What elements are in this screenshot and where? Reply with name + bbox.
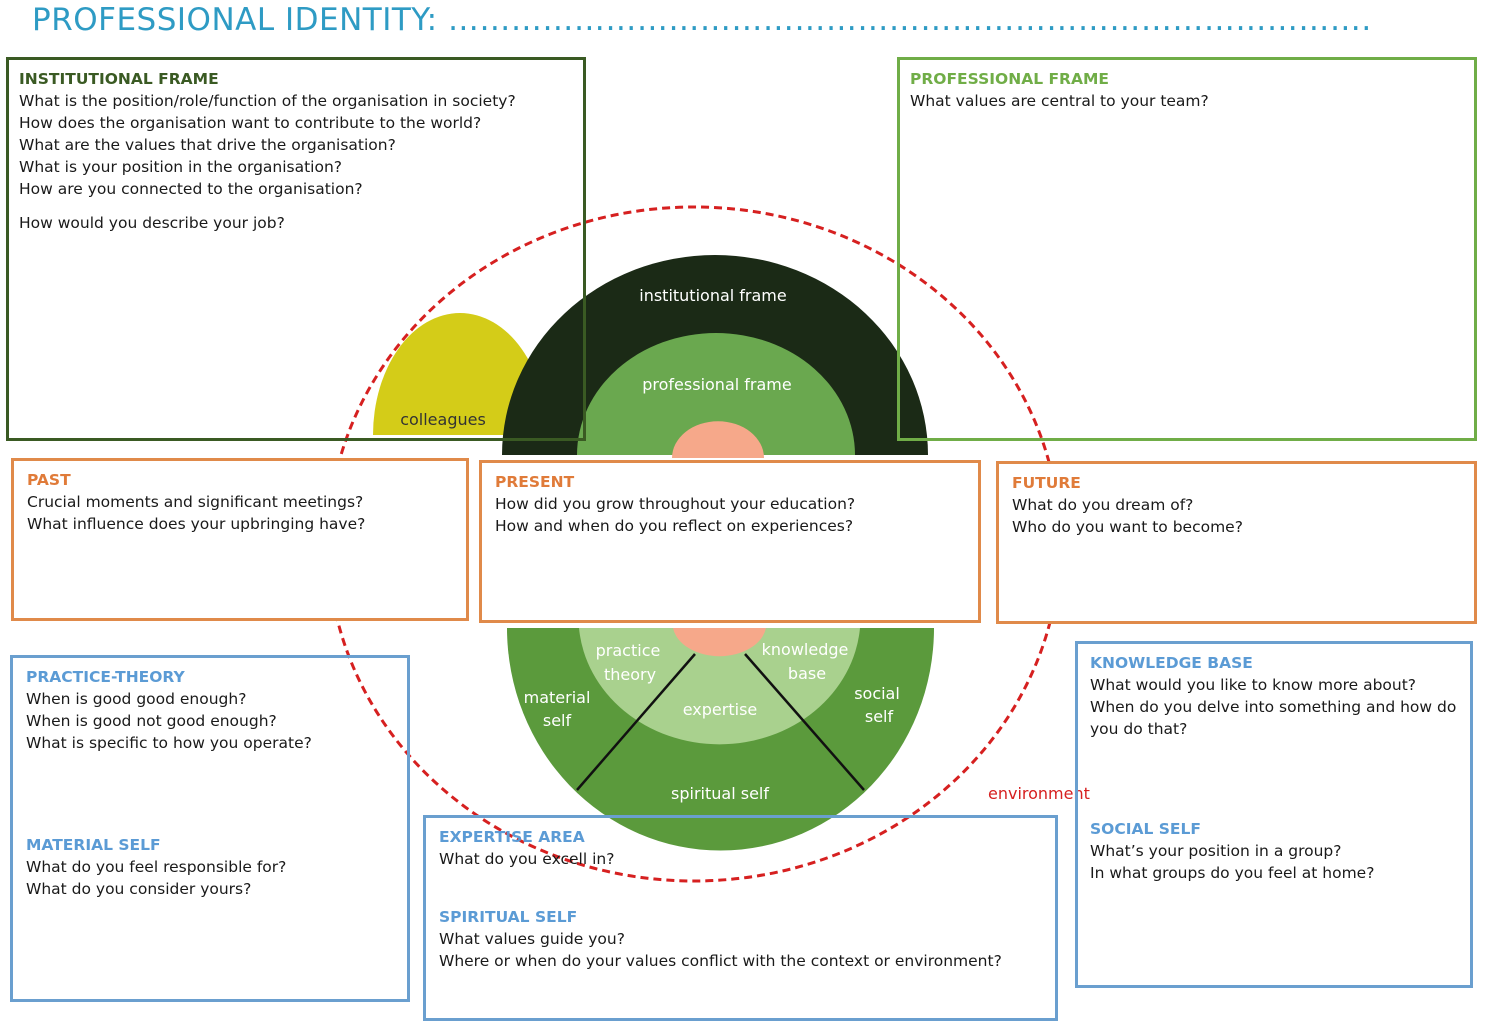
knowledge-base-heading: KNOWLEDGE BASE — [1090, 654, 1253, 672]
institutional-question: What is your position in the organisatio… — [19, 158, 343, 176]
page-title: PROFESSIONAL IDENTITY: ……………………………………………… — [32, 2, 1372, 38]
spiritual-self-question: Where or when do your values conflict wi… — [439, 952, 1002, 970]
institutional-question: How would you describe your job? — [19, 214, 285, 232]
material-self-question: What do you consider yours? — [26, 880, 252, 898]
practice-theory-question: When is good good enough? — [26, 690, 247, 708]
knowledge-base-label-2: base — [788, 664, 826, 683]
institutional-question: What are the values that drive the organ… — [19, 136, 396, 154]
knowledge-base-question: What would you like to know more about? — [1090, 676, 1417, 694]
material-self-question: What do you feel responsible for? — [26, 858, 287, 876]
social-self-question: What’s your position in a group? — [1090, 842, 1342, 860]
institutional-frame-heading: INSTITUTIONAL FRAME — [19, 70, 219, 88]
future-question: What do you dream of? — [1012, 496, 1194, 514]
colleagues-label: colleagues — [400, 410, 486, 429]
institutional-frame-label: institutional frame — [639, 286, 786, 305]
social-self-label-2: self — [865, 707, 894, 726]
practice-theory-question: What is specific to how you operate? — [26, 734, 312, 752]
spiritual-self-heading: SPIRITUAL SELF — [439, 908, 578, 926]
past-question: Crucial moments and significant meetings… — [27, 493, 364, 511]
inner-expertise-arc — [579, 628, 860, 745]
present-box: PRESENT How did you grow throughout your… — [479, 460, 981, 623]
practice-theory-heading: PRACTICE-THEORY — [26, 668, 185, 686]
expertise-area-box: EXPERTISE AREA What do you excell in? SP… — [423, 815, 1058, 1021]
expertise-label: expertise — [683, 700, 758, 719]
material-self-label-2: self — [543, 711, 572, 730]
colleagues-segment — [373, 313, 547, 435]
present-heading: PRESENT — [495, 473, 575, 491]
material-self-heading: MATERIAL SELF — [26, 836, 161, 854]
future-heading: FUTURE — [1012, 474, 1081, 492]
expertise-area-heading: EXPERTISE AREA — [439, 828, 585, 846]
institutional-question: What is the position/role/function of th… — [19, 92, 516, 110]
past-question: What influence does your upbringing have… — [27, 515, 366, 533]
practice-theory-label-2: theory — [604, 665, 656, 684]
knowledge-base-question: When do you delve into something and how… — [1090, 698, 1457, 738]
knowledge-base-box: KNOWLEDGE BASE What would you like to kn… — [1075, 641, 1473, 988]
expertise-area-question: What do you excell in? — [439, 850, 615, 868]
practice-theory-label-1: practice — [596, 641, 661, 660]
professional-frame-arc — [577, 333, 855, 455]
social-self-label-1: social — [854, 684, 900, 703]
future-question: Who do you want to become? — [1012, 518, 1243, 536]
professional-frame-box: PROFESSIONAL FRAME What values are centr… — [897, 57, 1477, 441]
past-box: PAST Crucial moments and significant mee… — [11, 458, 469, 621]
material-self-label-1: material — [524, 688, 591, 707]
spiritual-self-label: spiritual self — [671, 784, 769, 803]
divider-left — [576, 653, 696, 791]
practice-theory-question: When is good not good enough? — [26, 712, 277, 730]
social-self-heading: SOCIAL SELF — [1090, 820, 1201, 838]
environment-label: environment — [988, 784, 1090, 803]
practice-theory-box: PRACTICE-THEORY When is good good enough… — [10, 655, 410, 1002]
core-top — [672, 421, 764, 458]
institutional-question: How does the organisation want to contri… — [19, 114, 482, 132]
institutional-frame-box: INSTITUTIONAL FRAME What is the position… — [6, 57, 586, 441]
social-self-question: In what groups do you feel at home? — [1090, 864, 1375, 882]
spiritual-self-question: What values guide you? — [439, 930, 625, 948]
divider-right — [744, 653, 865, 791]
core-bottom — [673, 628, 766, 657]
present-question: How and when do you reflect on experienc… — [495, 517, 854, 535]
present-question: How did you grow throughout your educati… — [495, 495, 856, 513]
professional-question: What values are central to your team? — [910, 92, 1209, 110]
past-heading: PAST — [27, 471, 71, 489]
professional-frame-heading: PROFESSIONAL FRAME — [910, 70, 1109, 88]
knowledge-base-label-1: knowledge — [762, 640, 849, 659]
institutional-question: How are you connected to the organisatio… — [19, 180, 363, 198]
future-box: FUTURE What do you dream of? Who do you … — [996, 461, 1477, 624]
professional-frame-label: professional frame — [642, 375, 791, 394]
